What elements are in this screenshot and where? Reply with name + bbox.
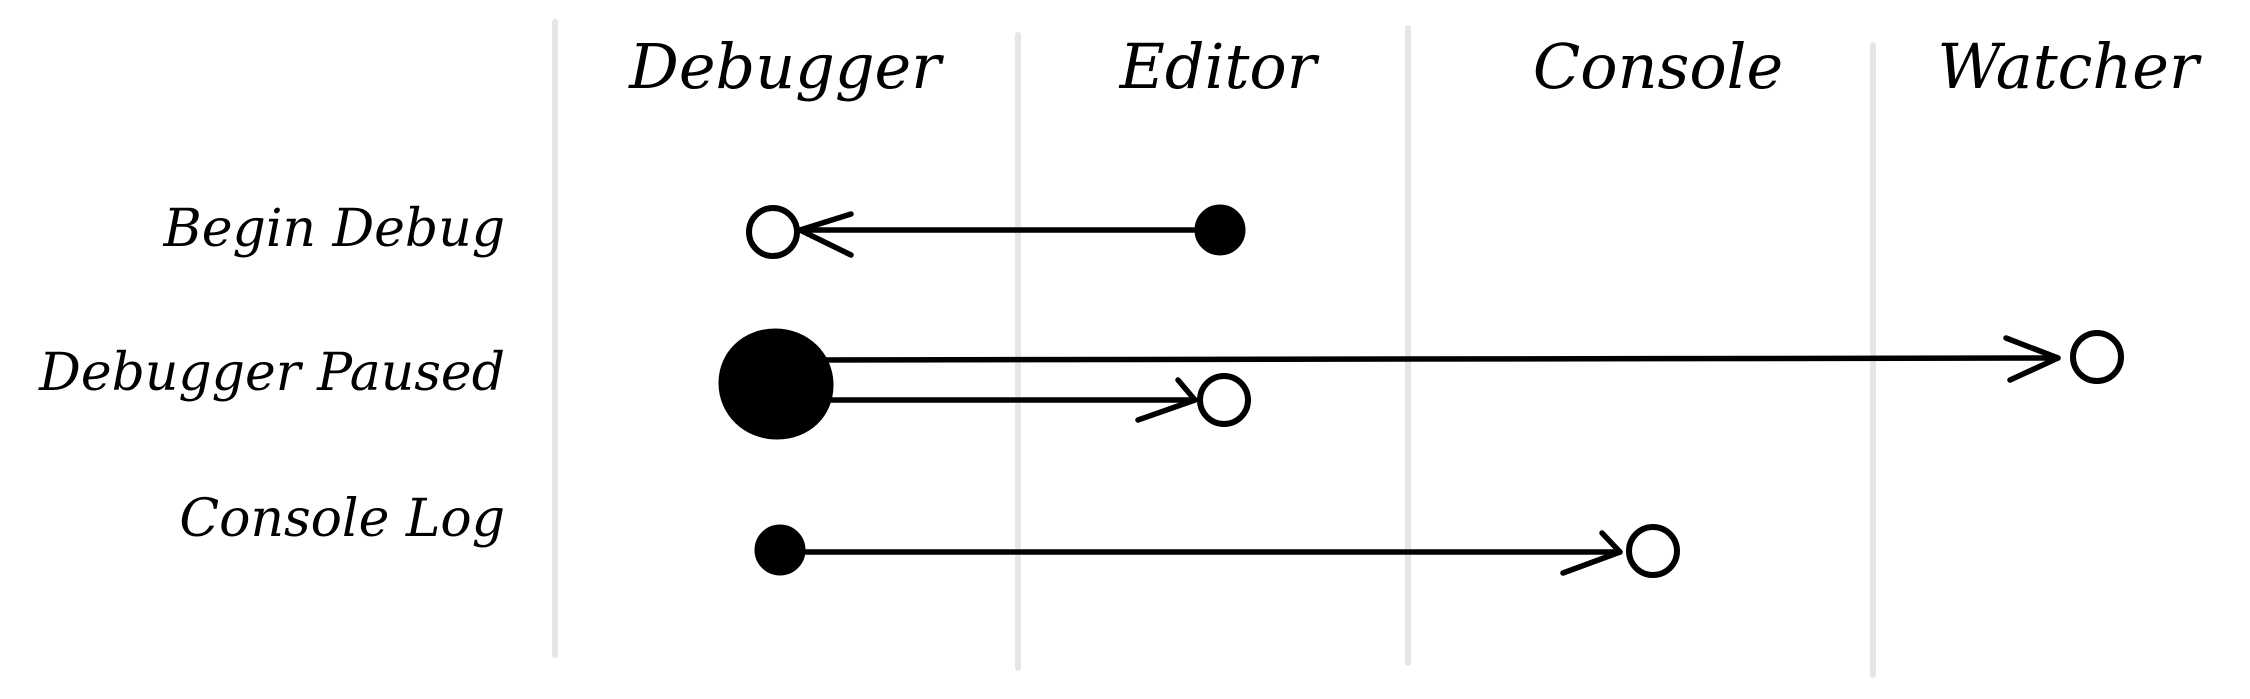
source-node-debugger-paused (718, 328, 834, 440)
arrowhead (1135, 377, 1198, 423)
row-labels: Begin Debug Debugger Paused Console Log (38, 199, 505, 549)
source-node-debugger (754, 524, 806, 576)
message-paused-to-watcher (797, 330, 2124, 384)
arrowhead (1560, 530, 1623, 576)
target-node-debugger (746, 205, 800, 259)
row-label-console-log: Console Log (179, 489, 505, 549)
message-begin-debug (746, 204, 1246, 259)
row-label-begin-debug: Begin Debug (163, 199, 505, 259)
row-label-debugger-paused: Debugger Paused (38, 343, 505, 403)
target-node-console (1626, 524, 1680, 578)
target-node-editor (1197, 373, 1251, 427)
message-line (797, 355, 2061, 363)
lane-title-console: Console (1533, 30, 1783, 103)
source-node-editor (1194, 204, 1246, 256)
arrowhead (2003, 335, 2061, 383)
arrowhead (797, 211, 854, 258)
message-paused-to-editor (797, 373, 1251, 427)
message-console-log (754, 524, 1680, 578)
lane-title-debugger: Debugger (628, 30, 944, 103)
lane-title-editor: Editor (1119, 30, 1320, 103)
lane-titles: Debugger Editor Console Watcher (628, 30, 2202, 103)
target-node-watcher (2070, 330, 2124, 384)
lane-title-watcher: Watcher (1937, 30, 2202, 103)
